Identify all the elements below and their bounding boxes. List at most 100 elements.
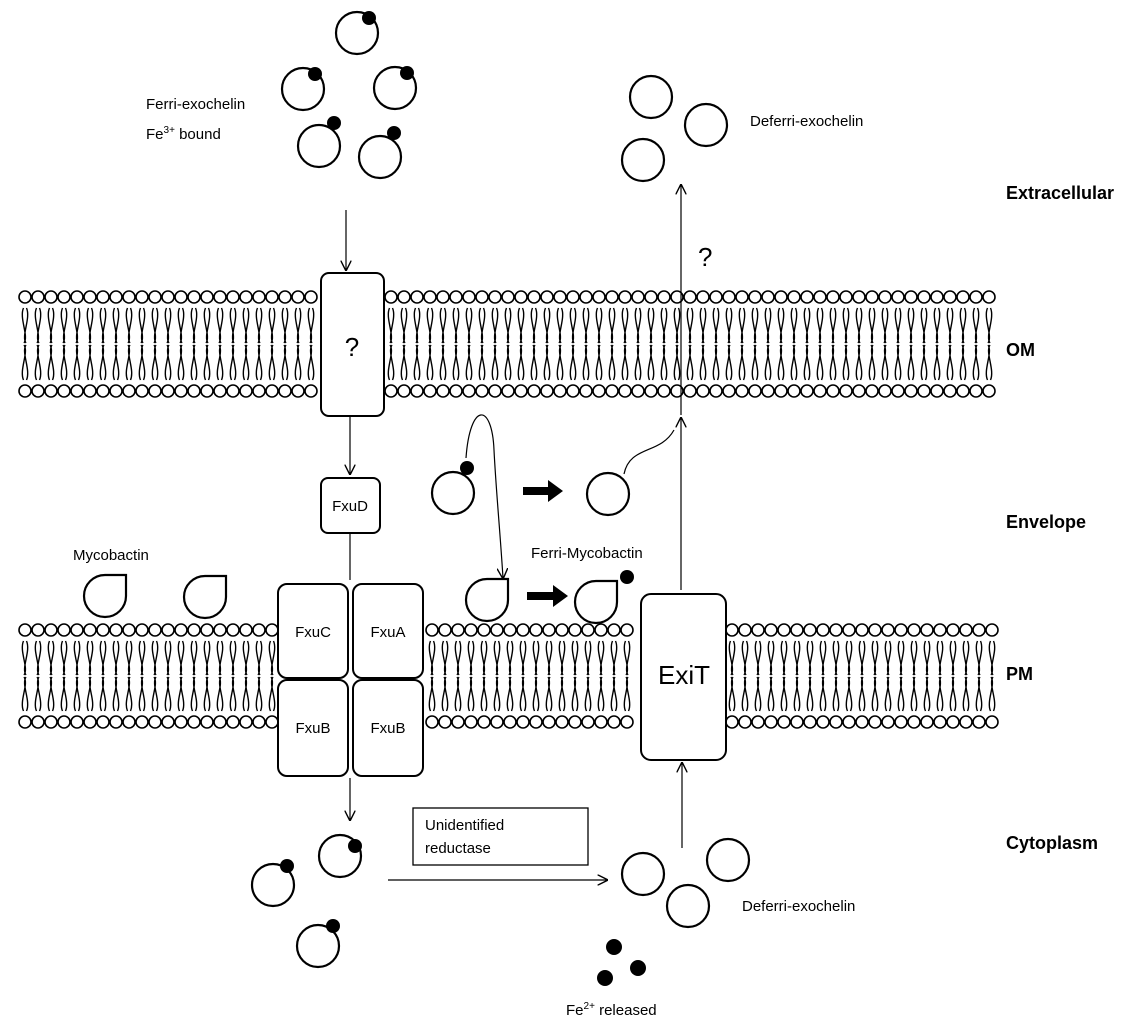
lipid-head: [931, 385, 943, 397]
lipid-head: [424, 291, 436, 303]
lipid-head: [110, 385, 122, 397]
lipid-tails: [22, 308, 27, 380]
plasma-membrane: [19, 624, 998, 728]
lipid-head: [934, 624, 946, 636]
lipid-head: [778, 624, 790, 636]
lipid-tails: [152, 641, 157, 711]
lipid-head: [765, 716, 777, 728]
lipid-head: [292, 385, 304, 397]
lipid-head: [489, 385, 501, 397]
lipid-head: [97, 291, 109, 303]
lipid-head: [123, 716, 135, 728]
lipid-tails: [934, 308, 939, 380]
lipid-head: [45, 624, 57, 636]
lipid-tails: [113, 641, 118, 711]
lipid-tails: [256, 641, 261, 711]
ferri-exochelin: [298, 125, 340, 167]
lipid-head: [879, 291, 891, 303]
lipid-head: [439, 716, 451, 728]
lipid-tails: [204, 308, 209, 380]
lipid-head: [478, 716, 490, 728]
lipid-head: [450, 291, 462, 303]
lipid-head: [84, 716, 96, 728]
lipid-tails: [35, 641, 40, 711]
mycobactin: [84, 575, 126, 617]
lipid-head: [892, 291, 904, 303]
lipid-head: [957, 291, 969, 303]
lipid-tails: [976, 641, 981, 711]
lipid-head: [726, 624, 738, 636]
lipid-head: [528, 291, 540, 303]
lipid-tails: [572, 641, 577, 711]
iron-atom: [326, 919, 340, 933]
lipid-tails: [74, 308, 79, 380]
exit-label: ExiT: [658, 660, 710, 690]
lipid-tails: [178, 308, 183, 380]
lipid-head: [45, 716, 57, 728]
lipid-head: [788, 291, 800, 303]
lipid-head: [149, 624, 161, 636]
lipid-tails: [963, 641, 968, 711]
lipid-head: [853, 385, 865, 397]
fxud-label: FxuD: [332, 498, 368, 515]
ferri-exochelin-label: Ferri-exochelin: [146, 96, 245, 113]
lipid-head: [491, 716, 503, 728]
region-labels: Extracellular OM Envelope PM Cytoplasm: [1006, 183, 1114, 853]
lipid-head: [123, 291, 135, 303]
lipid-tails: [152, 308, 157, 380]
lipid-head: [619, 385, 631, 397]
lipid-head: [986, 624, 998, 636]
lipid-head: [608, 624, 620, 636]
lipid-head: [136, 624, 148, 636]
lipid-head: [385, 291, 397, 303]
lipid-head: [882, 716, 894, 728]
lipid-head: [515, 291, 527, 303]
lipid-head: [983, 291, 995, 303]
lipid-head: [739, 624, 751, 636]
lipid-head: [19, 385, 31, 397]
lipid-head: [921, 716, 933, 728]
lipid-head: [843, 624, 855, 636]
lipid-head: [71, 291, 83, 303]
lipid-head: [398, 385, 410, 397]
lipid-tails: [791, 308, 796, 380]
lipid-tails: [768, 641, 773, 711]
lipid-head: [817, 624, 829, 636]
lipid-head: [476, 291, 488, 303]
reductase-box: Unidentified reductase: [413, 808, 588, 865]
lipid-tails: [778, 308, 783, 380]
lipid-tails: [609, 308, 614, 380]
lipid-head: [411, 291, 423, 303]
region-om: OM: [1006, 340, 1035, 360]
lipid-tails: [217, 641, 222, 711]
lipid-head: [515, 385, 527, 397]
lipid-head: [658, 385, 670, 397]
lipid-head: [502, 385, 514, 397]
lipid-tails: [455, 641, 460, 711]
lipid-head: [201, 716, 213, 728]
lipid-head: [32, 385, 44, 397]
lipid-tails: [804, 308, 809, 380]
bold-arrow-mycobactin: [527, 585, 568, 607]
lipid-tails: [295, 308, 300, 380]
lipid-head: [517, 624, 529, 636]
lipid-head: [175, 624, 187, 636]
lipid-tails: [505, 308, 510, 380]
export-question-label: ?: [698, 242, 712, 272]
lipid-head: [188, 291, 200, 303]
lipid-head: [84, 385, 96, 397]
lipid-tails: [308, 308, 313, 380]
lipid-tails: [466, 308, 471, 380]
lipid-head: [411, 385, 423, 397]
lipid-tails: [557, 308, 562, 380]
lipid-head: [136, 716, 148, 728]
lipid-tails: [401, 308, 406, 380]
lipid-head: [804, 624, 816, 636]
lipid-tails: [204, 641, 209, 711]
lipid-head: [762, 291, 774, 303]
lipid-tails: [559, 641, 564, 711]
lipid-head: [424, 385, 436, 397]
lipid-head: [439, 624, 451, 636]
lipid-head: [554, 385, 566, 397]
lipid-head: [856, 716, 868, 728]
